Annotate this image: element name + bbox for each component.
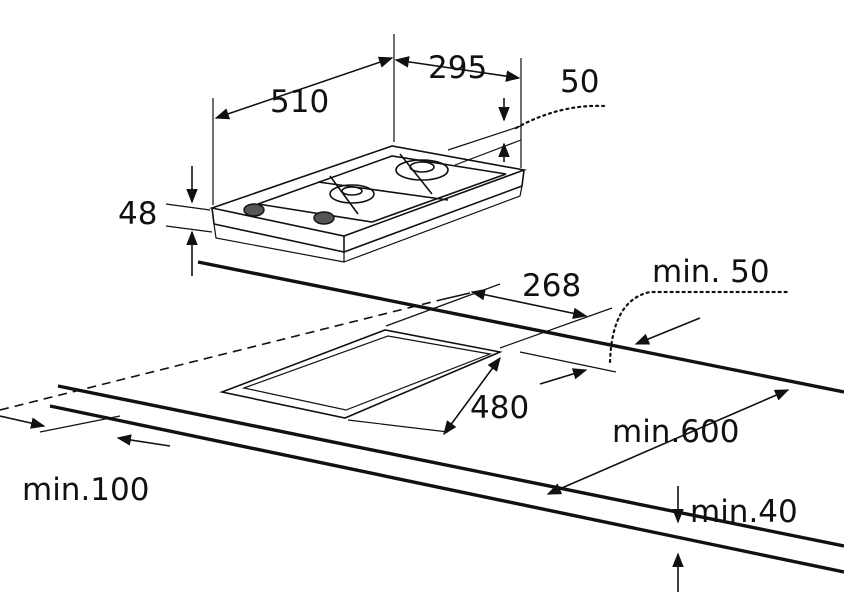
pan-support-frame bbox=[257, 155, 507, 223]
label-min-50: min. 50 bbox=[652, 254, 770, 290]
label-min-100: min.100 bbox=[22, 472, 149, 508]
label-510: 510 bbox=[270, 84, 329, 120]
hob bbox=[209, 145, 528, 263]
cutout-outline bbox=[219, 329, 503, 419]
burner-large-icon bbox=[395, 159, 449, 181]
label-50: 50 bbox=[560, 64, 599, 100]
cutout-inner-edge bbox=[241, 335, 493, 411]
leader-min50 bbox=[608, 290, 792, 364]
burner-large-cap-icon bbox=[409, 161, 435, 173]
dim-arrow-min50-right bbox=[634, 317, 701, 345]
hob-top-surface bbox=[209, 145, 528, 237]
cutout-dimensions bbox=[0, 283, 792, 592]
hob-base bbox=[213, 223, 345, 263]
dim-arrow-268 bbox=[470, 289, 588, 319]
worktop-side-hidden-line bbox=[0, 299, 441, 411]
extension-line bbox=[347, 419, 449, 433]
dim-arrow-min100-left bbox=[0, 415, 46, 429]
pan-support-bar bbox=[329, 175, 359, 215]
pan-support-bar bbox=[317, 181, 449, 201]
burner-small-icon bbox=[329, 184, 375, 204]
label-min-40: min.40 bbox=[690, 494, 798, 530]
pan-support-bar bbox=[399, 153, 433, 195]
hob-base-side bbox=[343, 185, 523, 263]
control-knob-icon bbox=[243, 203, 265, 217]
hob-front-face bbox=[211, 207, 345, 253]
label-295: 295 bbox=[428, 50, 487, 86]
dim-arrow-295 bbox=[394, 56, 521, 82]
hob-dimensions bbox=[165, 34, 606, 276]
worktop-side-line bbox=[439, 292, 471, 301]
worktop-back-edge bbox=[197, 260, 844, 394]
label-min-600: min.600 bbox=[612, 414, 739, 450]
extension-line bbox=[519, 351, 617, 373]
dim-arrow-min100-right bbox=[116, 434, 171, 447]
cutout bbox=[219, 329, 503, 419]
leader-50 bbox=[514, 104, 606, 130]
countertop bbox=[0, 260, 844, 574]
dim-arrow-min50-left bbox=[539, 368, 588, 385]
burner-small-cap-icon bbox=[341, 186, 363, 196]
label-268: 268 bbox=[522, 268, 581, 304]
hob-side-face bbox=[343, 169, 525, 253]
label-48: 48 bbox=[118, 196, 157, 232]
label-480: 480 bbox=[470, 390, 529, 426]
worktop-front-top-edge bbox=[57, 384, 844, 548]
control-knob-icon bbox=[313, 211, 335, 225]
dim-arrow-510 bbox=[214, 56, 394, 120]
extension-line bbox=[39, 415, 121, 433]
worktop-front-bottom-edge bbox=[49, 404, 844, 574]
dimension-labels: 510 295 50 48 268 min. 50 480 min.600 mi… bbox=[22, 50, 798, 530]
extension-line bbox=[165, 203, 211, 211]
extension-line bbox=[454, 139, 522, 166]
extension-line bbox=[165, 225, 213, 233]
extension-line bbox=[499, 307, 613, 349]
extension-line bbox=[447, 125, 522, 151]
dim-arrow-min600 bbox=[546, 389, 790, 495]
dim-arrow-480 bbox=[443, 356, 501, 436]
